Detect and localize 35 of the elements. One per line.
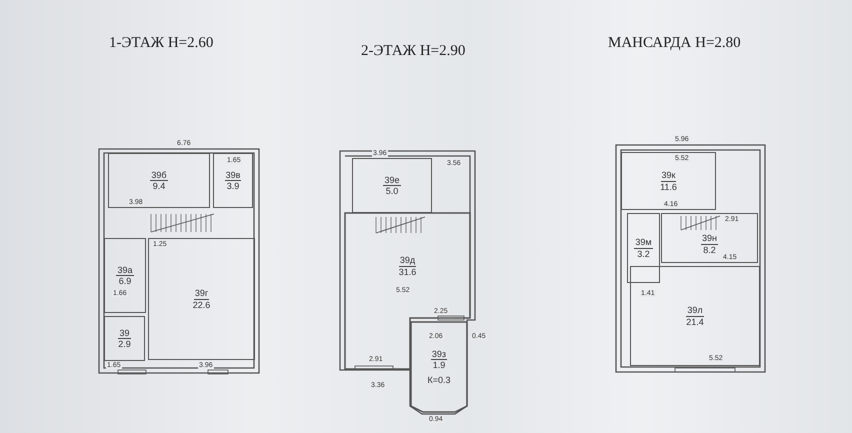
room-number: 39к [660, 170, 676, 182]
room-outline [627, 213, 660, 283]
room-area: 3.2 [637, 248, 650, 259]
room-area: 3.9 [226, 181, 240, 192]
room-area: 9.4 [152, 181, 166, 192]
room-area: 11.6 [660, 182, 677, 192]
room-number: 39г [194, 288, 210, 300]
room-area: 21.4 [686, 316, 704, 327]
room-number: 39л [686, 305, 704, 316]
room-number: 39б [150, 170, 168, 181]
room-outline [345, 213, 470, 369]
room-area: 8.2 [703, 244, 716, 255]
room-number: 39е [383, 174, 401, 186]
room-number: 39н [701, 233, 718, 244]
floor-title: 2-ЭТАЖ H=2.90 [360, 44, 466, 59]
room-number: 39м [634, 237, 653, 248]
room-number: 39в [224, 170, 242, 181]
room-area: 31.6 [398, 266, 416, 277]
room-outline [630, 266, 760, 366]
room-area: 5.0 [386, 186, 398, 196]
room-area: 1.9 [432, 360, 446, 371]
room-outline [104, 316, 145, 361]
room-number: 39 [118, 328, 130, 339]
room-area: 22.6 [192, 300, 210, 310]
room-number: 39д [398, 255, 416, 266]
room-outline [352, 158, 432, 213]
room-area: 2.9 [118, 339, 131, 350]
room-number: 39з [430, 348, 448, 360]
room-note: К=0.3 [427, 374, 450, 386]
floor-title: МАНСАРДА H=2.80 [607, 36, 742, 51]
room-area: 6.9 [118, 276, 132, 286]
room-number: 39а [116, 264, 134, 276]
room-outline [411, 322, 467, 412]
floor-title: 1-ЭТАЖ H=2.60 [108, 36, 214, 51]
room-outline [148, 238, 255, 360]
